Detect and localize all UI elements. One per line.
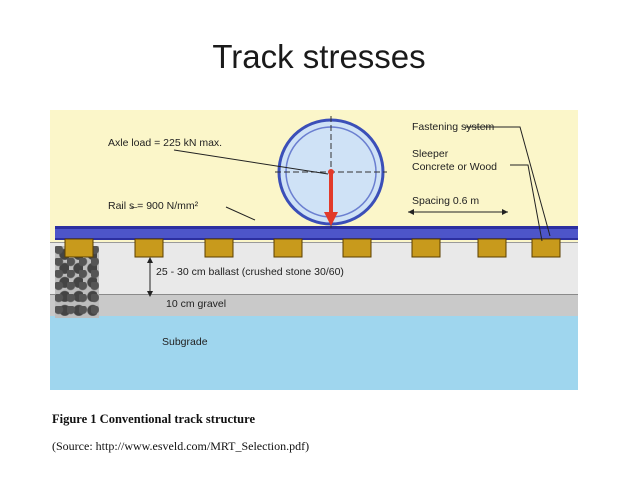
sleeper-material-label: Concrete or Wood bbox=[412, 161, 498, 173]
gravel-layer bbox=[50, 294, 578, 318]
sleeper bbox=[411, 238, 441, 258]
crushed-stone-texture bbox=[55, 246, 99, 318]
subgrade-layer bbox=[50, 316, 578, 390]
sleeper bbox=[204, 238, 234, 258]
figure-caption: Figure 1 Conventional track structure bbox=[52, 412, 255, 426]
sleeper bbox=[273, 238, 303, 258]
rail-stress-leader bbox=[225, 206, 256, 221]
slide-title: Track stresses bbox=[212, 38, 426, 75]
axle-load-leader bbox=[173, 149, 329, 175]
ballast-label: 25 - 30 cm ballast (crushed stone 30/60) bbox=[156, 266, 344, 278]
fastening-system-label: Fastening system bbox=[412, 121, 495, 133]
gravel-label: 10 cm gravel bbox=[166, 298, 227, 310]
ballast-depth-dimension bbox=[147, 257, 153, 297]
rail-stress-label: Rail s̶ = 900 N/mm² bbox=[108, 200, 199, 212]
axle-load-arrow bbox=[324, 169, 338, 226]
sleeper bbox=[134, 238, 164, 258]
figure-source: (Source: http://www.esveld.com/MRT_Selec… bbox=[52, 439, 310, 453]
sleeper bbox=[64, 238, 94, 258]
spacing-label: Spacing 0.6 m bbox=[412, 195, 480, 207]
sleeper bbox=[531, 238, 561, 258]
sleeper-leader bbox=[510, 164, 543, 242]
sleeper bbox=[477, 238, 507, 258]
track-structure-diagram: Axle load = 225 kN max. Rail s̶ = 900 N/… bbox=[50, 110, 578, 390]
rail bbox=[55, 226, 578, 240]
subgrade-label: Subgrade bbox=[162, 336, 208, 348]
diagram-drawing bbox=[64, 116, 561, 297]
spacing-arrow bbox=[408, 209, 508, 215]
fastening-leader bbox=[465, 126, 551, 237]
sleepers bbox=[64, 238, 561, 258]
axle-load-label: Axle load = 225 kN max. bbox=[108, 137, 223, 149]
sleeper-label: Sleeper bbox=[412, 148, 449, 160]
sleeper bbox=[342, 238, 372, 258]
